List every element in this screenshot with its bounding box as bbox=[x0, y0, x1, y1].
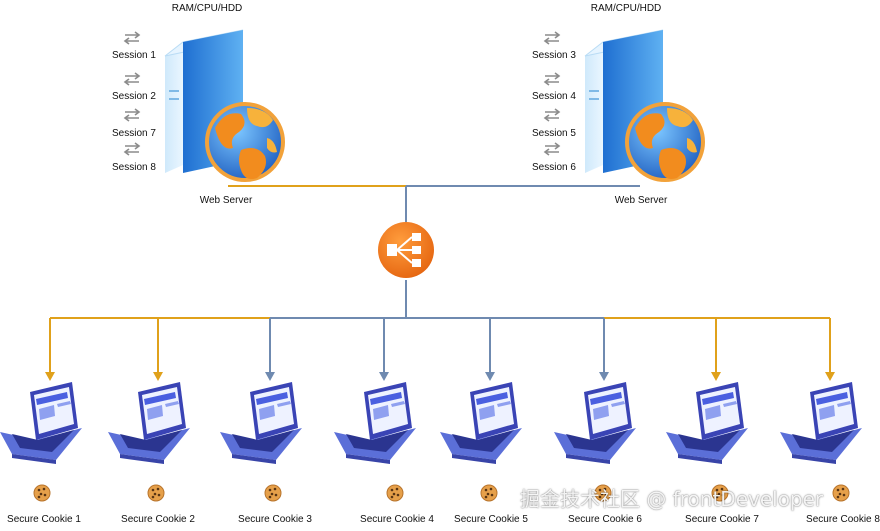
session-arrows-icon bbox=[123, 108, 141, 122]
session-arrows-icon bbox=[123, 72, 141, 86]
laptop-icon bbox=[0, 382, 82, 464]
web-server-icon bbox=[123, 29, 285, 182]
client-link-arrow bbox=[825, 318, 835, 381]
cookie-icon bbox=[480, 484, 498, 502]
laptop-icon bbox=[780, 382, 862, 464]
cookie-label: Secure Cookie 3 bbox=[238, 514, 312, 525]
cookie-label: Secure Cookie 7 bbox=[685, 514, 759, 525]
session-label: Session 2 bbox=[112, 91, 156, 102]
session-label: Session 4 bbox=[532, 91, 576, 102]
session-label: Session 1 bbox=[112, 50, 156, 61]
cookie-icon bbox=[711, 484, 729, 502]
globe-icon bbox=[625, 102, 705, 182]
connection-lines bbox=[45, 185, 835, 381]
session-label: Session 3 bbox=[532, 50, 576, 61]
watermark: 掘金技术社区 @ frontDeveloper bbox=[520, 487, 824, 511]
client-link-arrow bbox=[153, 318, 163, 381]
web-server-icon bbox=[543, 29, 705, 182]
load-balancer-icon bbox=[378, 222, 434, 278]
laptop-icon bbox=[220, 382, 302, 464]
client-link-arrow bbox=[599, 318, 609, 381]
laptop-icon bbox=[554, 382, 636, 464]
laptop-icon bbox=[440, 382, 522, 464]
client-link-arrow bbox=[379, 318, 389, 381]
cookie-label: Secure Cookie 6 bbox=[568, 514, 642, 525]
laptop-icon bbox=[666, 382, 748, 464]
server-1-resources-label: RAM/CPU/HDD bbox=[171, 3, 243, 14]
globe-icon bbox=[205, 102, 285, 182]
server-2-resources-label: RAM/CPU/HDD bbox=[590, 3, 662, 14]
session-arrows-icon bbox=[543, 108, 561, 122]
laptop-icon bbox=[334, 382, 416, 464]
session-label: Session 7 bbox=[112, 128, 156, 139]
client-link-arrow bbox=[265, 318, 275, 381]
cookie-label: Secure Cookie 8 bbox=[806, 514, 880, 525]
server-1-name: Web Server bbox=[199, 195, 253, 206]
laptop-icon bbox=[108, 382, 190, 464]
client-link-arrow bbox=[485, 318, 495, 381]
client-link-arrow bbox=[45, 318, 55, 381]
session-label: Session 6 bbox=[532, 162, 576, 173]
session-arrows-icon bbox=[543, 72, 561, 86]
cookie-icon bbox=[386, 484, 404, 502]
session-label: Session 8 bbox=[112, 162, 156, 173]
cookie-label: Secure Cookie 4 bbox=[360, 514, 434, 525]
client-link-arrow bbox=[711, 318, 721, 381]
cookie-icon bbox=[33, 484, 51, 502]
cookie-icon bbox=[147, 484, 165, 502]
cookie-label: Secure Cookie 2 bbox=[121, 514, 195, 525]
server-2-name: Web Server bbox=[614, 195, 668, 206]
session-arrows-icon bbox=[543, 31, 561, 45]
cookie-icon bbox=[594, 484, 612, 502]
session-arrows-icon bbox=[543, 142, 561, 156]
session-label: Session 5 bbox=[532, 128, 576, 139]
cookie-icon bbox=[264, 484, 282, 502]
cookie-icon bbox=[832, 484, 850, 502]
session-arrows-icon bbox=[123, 142, 141, 156]
cookie-label: Secure Cookie 1 bbox=[7, 514, 81, 525]
cookie-label: Secure Cookie 5 bbox=[454, 514, 528, 525]
session-arrows-icon bbox=[123, 31, 141, 45]
